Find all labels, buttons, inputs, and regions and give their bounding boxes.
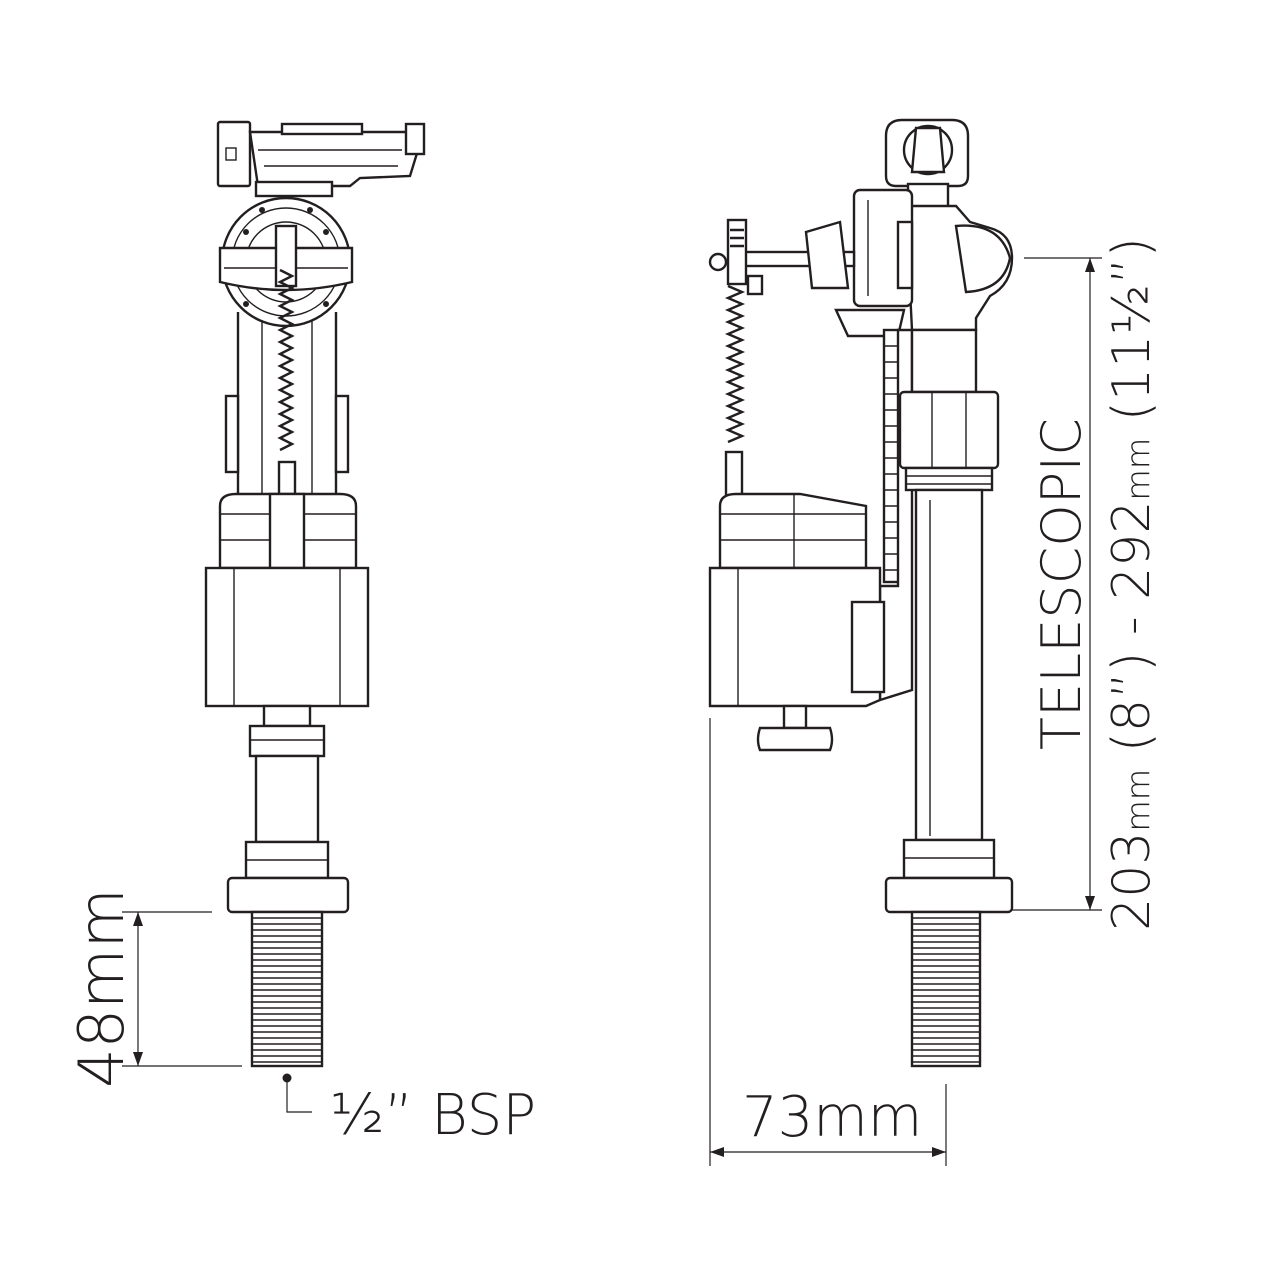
- front-column: [224, 312, 350, 494]
- side-spring: [724, 284, 746, 498]
- front-dial: [218, 196, 354, 328]
- thread-length-label: 48mm: [65, 888, 138, 1088]
- max-height-value: 292: [1102, 500, 1162, 600]
- side-thread: [910, 910, 982, 1068]
- thread-size-label: ½” BSP: [330, 1083, 537, 1148]
- min-height-value: 203: [1102, 831, 1162, 931]
- min-height-unit: mm: [1119, 768, 1157, 832]
- min-height-imperial: (8”) -: [1102, 599, 1162, 769]
- dimension-thread-size-leader: [282, 1073, 312, 1113]
- front-top-head: [216, 120, 426, 198]
- side-lower-nut: [884, 838, 1014, 914]
- front-lower-tube: [226, 704, 350, 914]
- max-height-unit: mm: [1119, 437, 1157, 501]
- dimension-telescopic-height: [1012, 257, 1102, 911]
- telescopic-title: TELESCOPIC: [1030, 418, 1093, 750]
- front-float: [204, 492, 370, 708]
- side-valve-body: [852, 188, 1014, 332]
- front-view-valve: [204, 120, 426, 1068]
- side-main-tube: [898, 328, 1000, 842]
- side-view-valve: [708, 118, 1014, 1068]
- side-float: [708, 492, 886, 752]
- telescopic-height-range: 203mm (8”) - 292mm (11½”): [1102, 237, 1162, 931]
- dimension-width: [709, 718, 947, 1166]
- dimension-thread-length: [122, 911, 242, 1067]
- front-thread: [250, 910, 324, 1068]
- max-height-imperial: (11½”): [1102, 237, 1162, 438]
- width-label: 73mm: [742, 1085, 923, 1150]
- side-top-cap: [884, 118, 970, 214]
